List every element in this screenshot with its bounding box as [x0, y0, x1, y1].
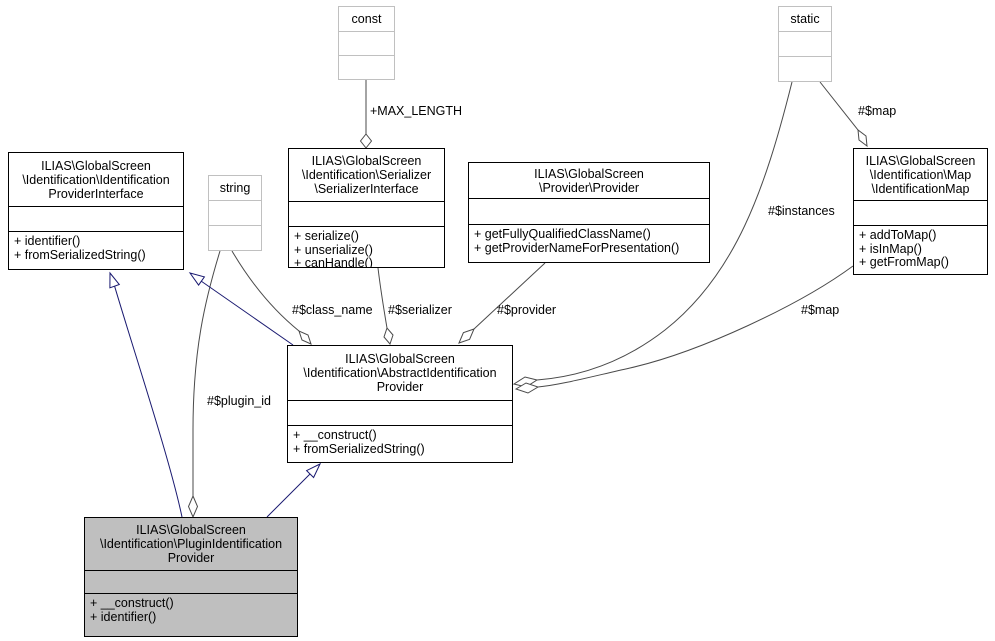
- class-box-identification-provider-interface[interactable]: ILIAS\GlobalScreen \Identification\Ident…: [8, 152, 184, 270]
- class-title: static: [779, 7, 831, 32]
- edge-abstract-to-interface: [188, 272, 294, 346]
- class-title: ILIAS\GlobalScreen \Identification\Abstr…: [288, 346, 512, 401]
- method-label: + canHandle(): [294, 256, 373, 267]
- edge-label-map-center: #$map: [801, 303, 840, 317]
- attributes-compartment: [289, 202, 444, 227]
- method-label: + getFromMap(): [859, 255, 949, 269]
- method-label: + unserialize(): [294, 242, 373, 257]
- method-label: + __construct(): [293, 428, 377, 442]
- edge-plugin-to-abstract: [266, 462, 322, 518]
- method-label: + addToMap(): [859, 228, 937, 242]
- edge-provider-to-abstract: [458, 262, 546, 344]
- edge-string-to-abstract: [231, 250, 312, 345]
- method-label: + getFullyQualifiedClassName(): [474, 227, 651, 241]
- attributes-compartment: [779, 32, 831, 57]
- class-box-serializer-interface[interactable]: ILIAS\GlobalScreen \Identification\Seria…: [288, 148, 445, 268]
- attributes-compartment: [9, 207, 183, 232]
- edge-serializer-to-abstract: [377, 267, 394, 345]
- class-box-provider[interactable]: ILIAS\GlobalScreen \Provider\Provider + …: [468, 162, 710, 263]
- methods-compartment: [339, 56, 394, 79]
- class-title: ILIAS\GlobalScreen \Identification\Map \…: [854, 149, 987, 201]
- method-label: + getProviderNameForPresentation(): [474, 240, 680, 255]
- class-title: ILIAS\GlobalScreen \Identification\Ident…: [9, 153, 183, 207]
- class-box-string: string: [208, 175, 262, 251]
- methods-compartment: + serialize() + unserialize() + canHandl…: [289, 227, 444, 267]
- methods-compartment: + __construct() + identifier(): [85, 594, 297, 636]
- class-box-identification-map[interactable]: ILIAS\GlobalScreen \Identification\Map \…: [853, 148, 988, 275]
- class-title: ILIAS\GlobalScreen \Provider\Provider: [469, 163, 709, 199]
- class-title: const: [339, 7, 394, 32]
- class-box-plugin-identification-provider: ILIAS\GlobalScreen \Identification\Plugi…: [84, 517, 298, 637]
- edge-label-map-static: #$map: [858, 104, 897, 118]
- methods-compartment: [209, 226, 261, 250]
- edge-label-instances: #$instances: [768, 204, 835, 218]
- methods-compartment: + getFullyQualifiedClassName() + getProv…: [469, 225, 709, 262]
- edge-label-max-length: +MAX_LENGTH: [370, 104, 463, 118]
- method-label: + fromSerializedString(): [14, 247, 146, 262]
- attributes-compartment: [85, 571, 297, 594]
- method-label: + identifier(): [90, 609, 157, 624]
- attributes-compartment: [209, 201, 261, 226]
- methods-compartment: + addToMap() + isInMap() + getFromMap(): [854, 226, 987, 274]
- method-label: + identifier(): [14, 234, 81, 248]
- attributes-compartment: [288, 401, 512, 426]
- edge-plugin-to-interface: [109, 271, 183, 518]
- edge-label-provider: #$provider: [497, 303, 557, 317]
- method-label: + serialize(): [294, 229, 359, 243]
- method-label: + fromSerializedString(): [293, 441, 425, 456]
- edge-string-to-plugin: [187, 250, 221, 519]
- class-title: ILIAS\GlobalScreen \Identification\Plugi…: [85, 518, 297, 571]
- class-title: string: [209, 176, 261, 201]
- method-label: + isInMap(): [859, 241, 922, 256]
- class-box-abstract-identification-provider[interactable]: ILIAS\GlobalScreen \Identification\Abstr…: [287, 345, 513, 463]
- attributes-compartment: [469, 199, 709, 225]
- class-title: ILIAS\GlobalScreen \Identification\Seria…: [289, 149, 444, 202]
- methods-compartment: [779, 57, 831, 81]
- class-box-const: const: [338, 6, 395, 80]
- attributes-compartment: [339, 32, 394, 56]
- edge-label-serializer: #$serializer: [388, 303, 452, 317]
- edge-map-to-abstract: [514, 265, 854, 394]
- class-box-static: static: [778, 6, 832, 82]
- methods-compartment: + identifier() + fromSerializedString(): [9, 232, 183, 269]
- edge-label-class-name: #$class_name: [292, 303, 373, 317]
- attributes-compartment: [854, 201, 987, 226]
- methods-compartment: + __construct() + fromSerializedString(): [288, 426, 512, 462]
- edge-static-to-map: [819, 81, 868, 148]
- method-label: + __construct(): [90, 596, 174, 610]
- edge-label-plugin-id: #$plugin_id: [207, 394, 271, 408]
